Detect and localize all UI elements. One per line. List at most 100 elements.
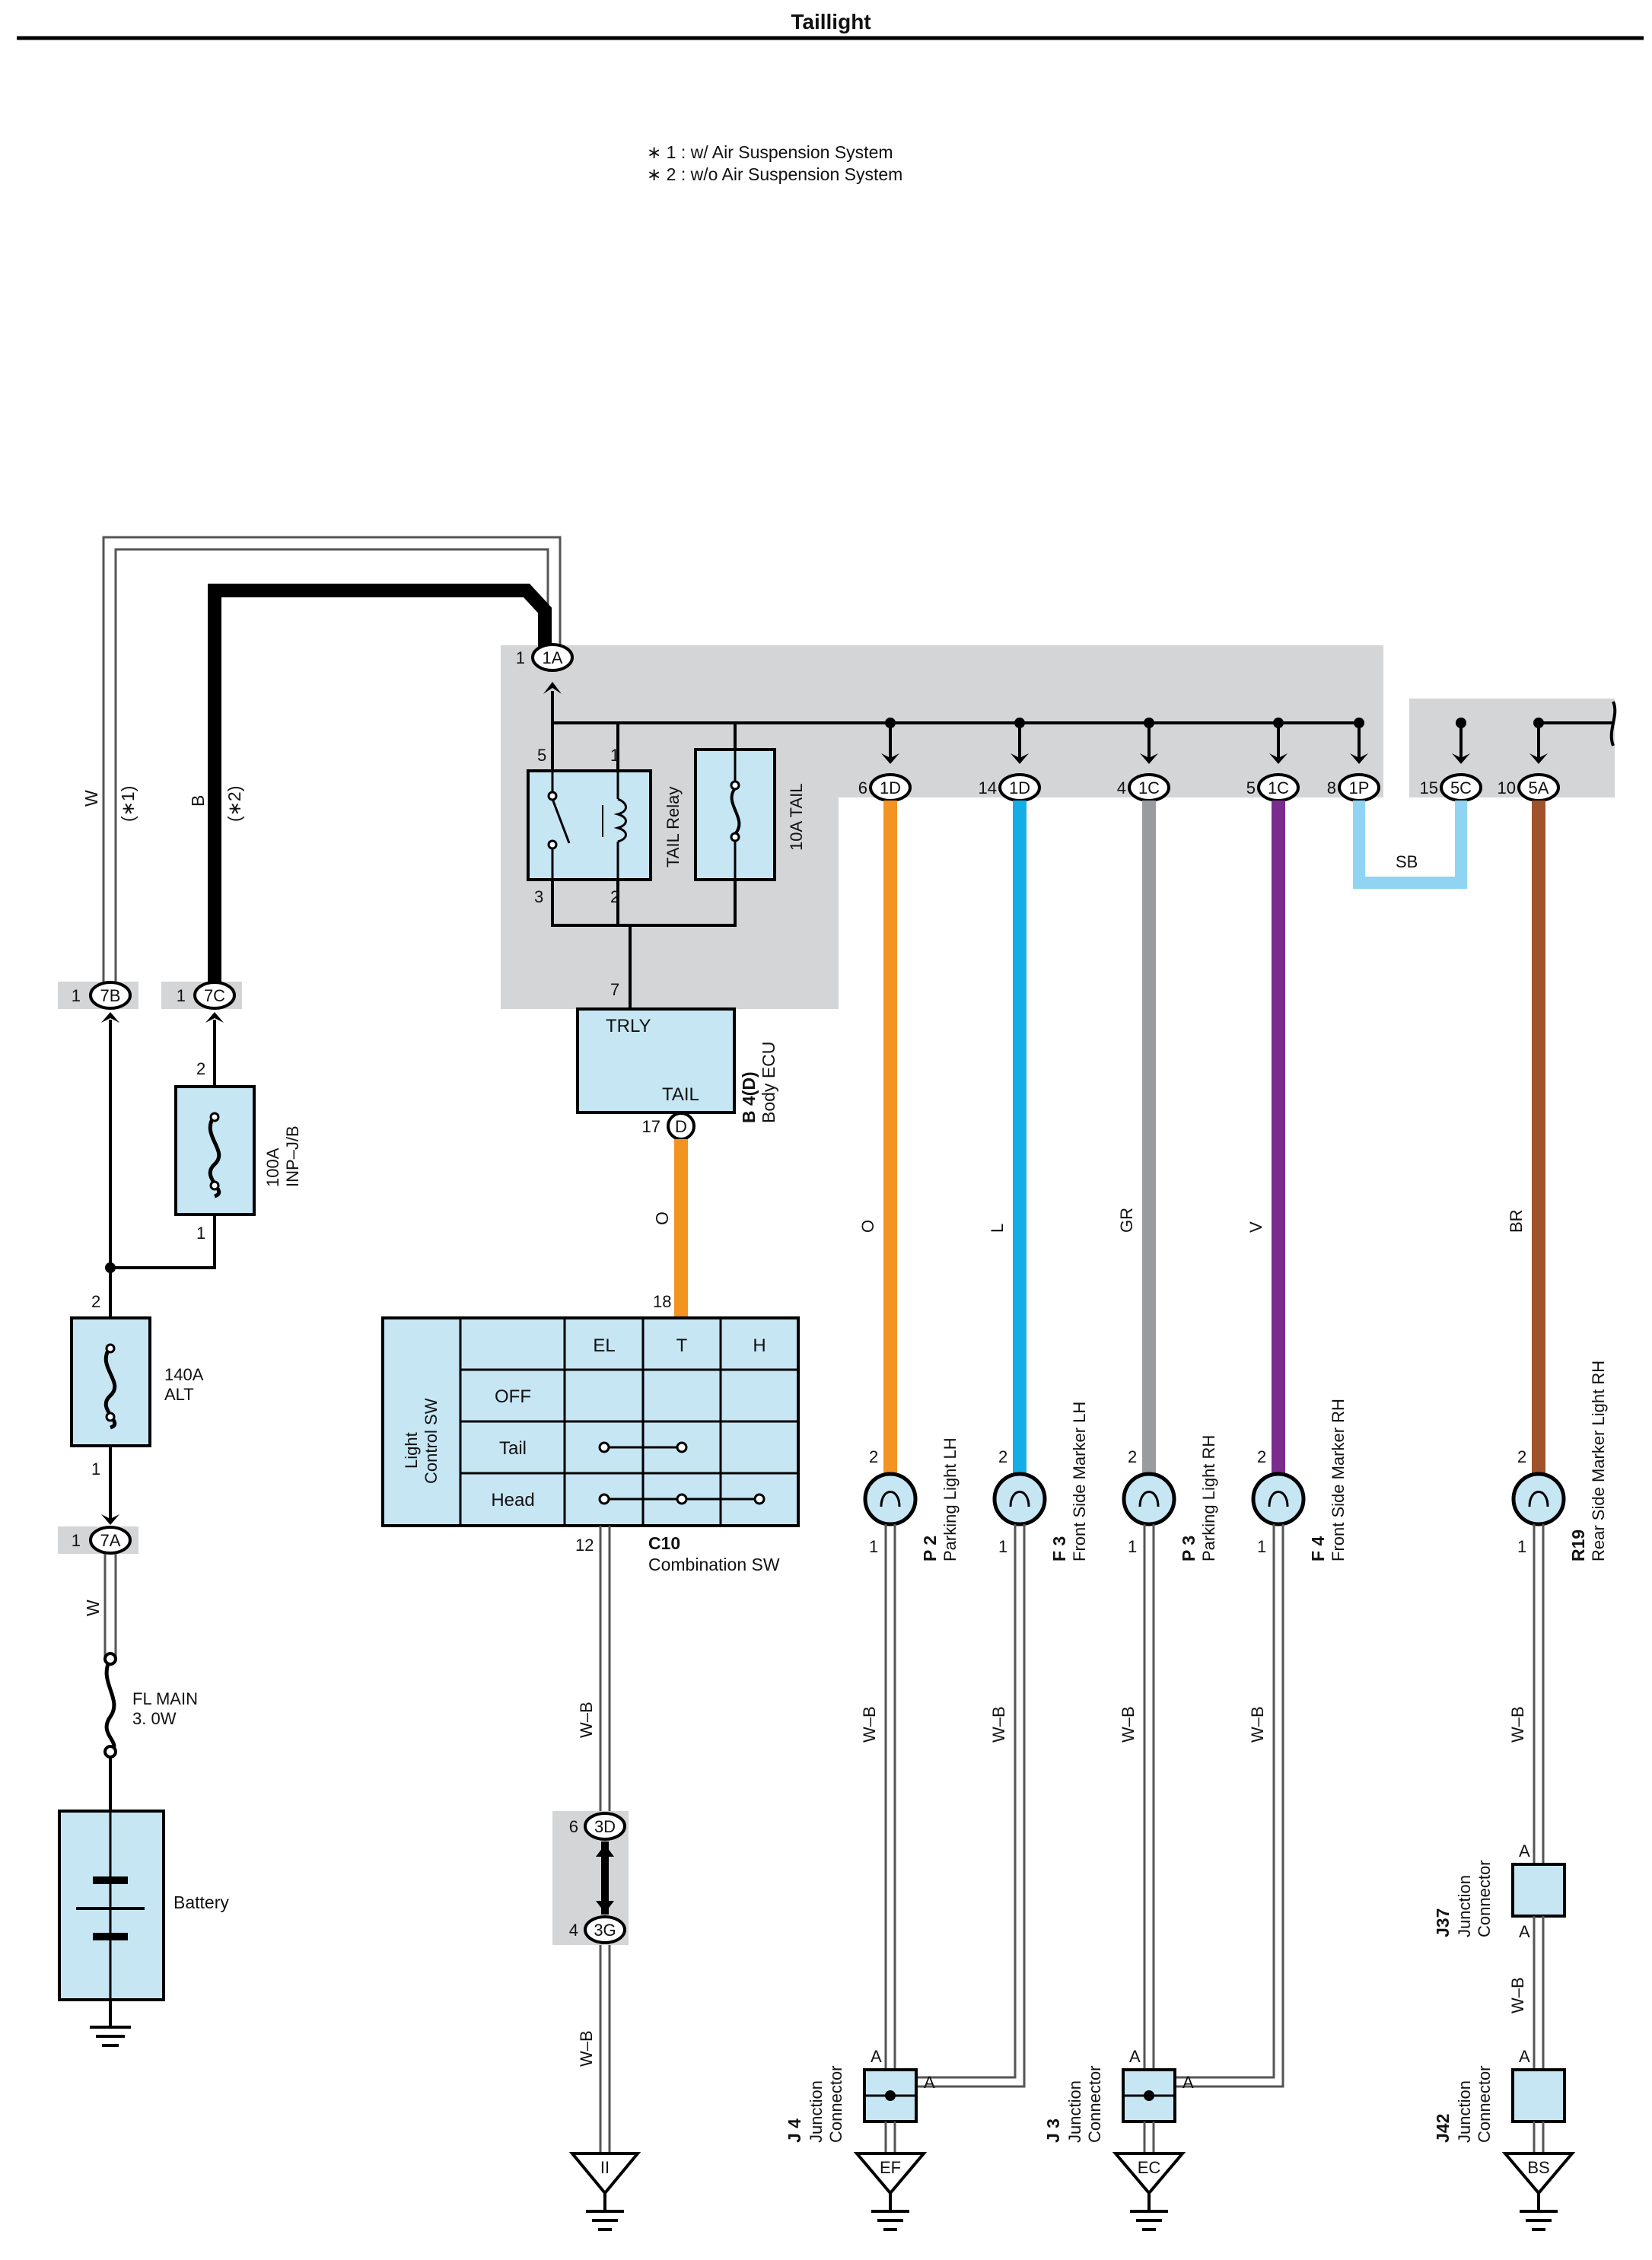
terminal-icon <box>1452 753 1470 764</box>
filament-icon <box>1138 1491 1160 1507</box>
c3g-id: 3G <box>594 1921 616 1940</box>
junction-connector-box <box>1511 1863 1566 1918</box>
c7a-connector <box>89 1526 132 1555</box>
fuse-140a-box <box>70 1316 151 1447</box>
lamp-pin-bot: 1 <box>1128 1537 1137 1556</box>
jb-out-right-id: 5A <box>1529 778 1549 797</box>
wire-wb-route <box>916 2070 1017 2079</box>
junction-pin-a2: A <box>924 2073 935 2092</box>
jb-out-id: 1C <box>1268 778 1289 797</box>
lamp-pin-bot: 1 <box>998 1537 1007 1556</box>
csw-wire2: W–B <box>577 2030 596 2067</box>
csw-code: C10 <box>648 1533 680 1553</box>
c3d-connector <box>584 1812 626 1841</box>
jb-out-pin: 14 <box>979 778 997 797</box>
csw-col-el: EL <box>593 1335 615 1356</box>
wire-w-air-suspension <box>102 536 562 988</box>
fuse-10a-icon <box>730 750 741 880</box>
csw-name: Combination SW <box>648 1555 780 1574</box>
filament-icon <box>1528 1491 1549 1507</box>
w1-label: W <box>81 790 101 807</box>
splice-dot <box>1144 2090 1154 2101</box>
battery-ground-icon <box>90 2000 131 2047</box>
junction-code: J42 <box>1433 2114 1453 2143</box>
ecu-code: B 4(D) <box>739 1071 759 1123</box>
sb-label: SB <box>1396 852 1418 871</box>
bulb-icon <box>992 1472 1047 1526</box>
battery-icon <box>76 1811 145 2000</box>
w2-label: W <box>83 1600 103 1616</box>
c1a-connector <box>531 643 574 672</box>
junction-name-2: Connector <box>1475 1860 1494 1937</box>
bulb-icon <box>1511 1472 1566 1526</box>
wire-wb-route <box>1175 2070 1284 2088</box>
relay-pin1: 1 <box>610 746 619 765</box>
terminal-icon <box>881 753 899 764</box>
ecu-conn-id: D <box>675 1117 687 1136</box>
c7c-pin: 1 <box>177 986 186 1005</box>
w1-note: (∗1) <box>118 786 138 822</box>
ecu-tail: TAIL <box>662 1084 699 1105</box>
csw-row-head: Head <box>491 1490 534 1510</box>
lamp-code: P 2 <box>920 1536 940 1561</box>
wire-sb <box>1353 801 1467 889</box>
jb-out-pin: 8 <box>1327 778 1336 797</box>
junction-name-2: Connector <box>826 2065 845 2143</box>
jb-out-id: 1P <box>1349 778 1370 797</box>
splice-dot <box>1533 718 1544 728</box>
lamp-pin-top: 2 <box>1128 1447 1137 1466</box>
relay-pin3: 3 <box>534 887 543 906</box>
ground-ii-label: II <box>600 2158 610 2177</box>
lamp-name: Parking Light LH <box>941 1437 960 1561</box>
ecu-wire-label: O <box>652 1211 672 1225</box>
terminal-icon <box>1011 753 1029 764</box>
jb-out-right-pin: 10 <box>1498 778 1516 797</box>
c7b-pin: 1 <box>72 986 81 1005</box>
lamp-code: F 4 <box>1308 1536 1328 1561</box>
alt-pin-bot: 1 <box>91 1459 100 1479</box>
c3g-pin: 4 <box>569 1921 578 1940</box>
jb-out-pin: 6 <box>858 778 867 797</box>
lamp-code: R19 <box>1568 1529 1588 1561</box>
lamp-wire-label: L <box>988 1224 1007 1233</box>
alt-label-1: 140A <box>164 1365 204 1384</box>
junction-pin-a: A <box>871 2047 882 2066</box>
bulb-icon <box>1251 1472 1306 1526</box>
fuse100-label-1: 100A <box>263 1148 282 1187</box>
c7b-id: 7B <box>100 986 121 1005</box>
lamp-ground-wire-label: W–B <box>1248 1706 1267 1743</box>
jb-out-right-pin: 15 <box>1420 778 1438 797</box>
junction-name-1: Junction <box>1455 2080 1474 2143</box>
c7c-terminal-icon <box>205 1012 224 1023</box>
ground-label: BS <box>1527 2158 1549 2177</box>
c3g-connector <box>584 1915 626 1944</box>
lamp-ground-wire-label: W–B <box>860 1706 879 1743</box>
c1a-pin: 1 <box>516 648 525 667</box>
fuse-100a-box <box>174 1085 256 1216</box>
c1a-id: 1A <box>543 648 563 667</box>
junction-connector-box <box>1511 2068 1566 2123</box>
csw-wire1: W–B <box>577 1701 596 1738</box>
junction-code: J37 <box>1433 1908 1453 1937</box>
junction-name-1: Junction <box>1065 2080 1084 2143</box>
junction-pin-a: A <box>1519 2047 1530 2066</box>
lamp-ground-wire-label: W–B <box>989 1706 1008 1743</box>
bulb-icon <box>1122 1472 1176 1526</box>
csw-title-2: Control SW <box>422 1398 441 1484</box>
junction-name-2: Connector <box>1475 2065 1494 2143</box>
c1a-terminal-icon <box>543 682 562 694</box>
note-1: ∗ 1 : w/ Air Suspension System <box>647 142 893 162</box>
junction-link-wire-label: W–B <box>1508 1977 1527 2013</box>
c7a-id: 7A <box>100 1531 121 1550</box>
wire-wb-switch <box>599 1526 611 2153</box>
lamp-pin-top: 2 <box>869 1447 878 1466</box>
ground-ii-icon <box>568 2152 641 2231</box>
page-title: Taillight <box>791 10 871 33</box>
lamp-code: P 3 <box>1179 1536 1198 1561</box>
fuse-100a-icon <box>208 1114 221 1198</box>
bulb-icon <box>863 1472 918 1526</box>
ground-label: EF <box>880 2158 901 2177</box>
splice-dot <box>885 2090 896 2101</box>
filament-icon <box>880 1491 901 1507</box>
csw-row-tail: Tail <box>499 1438 527 1459</box>
